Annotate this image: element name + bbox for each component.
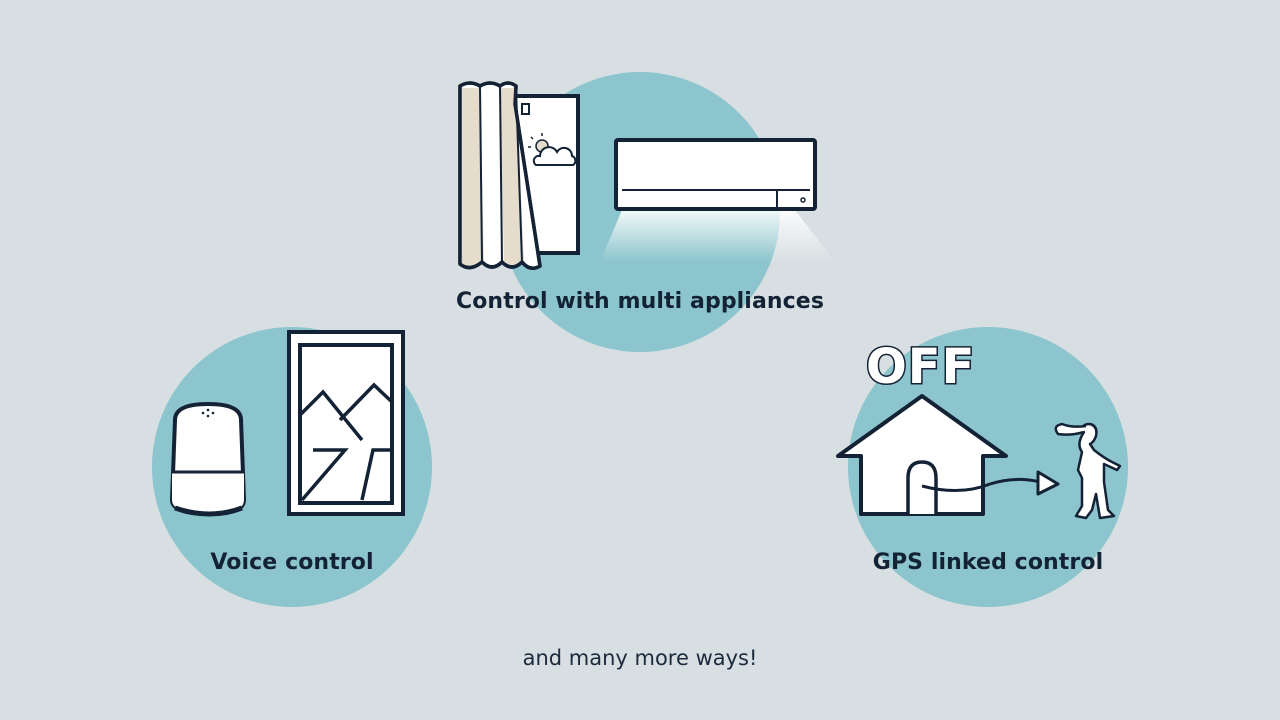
- smart-speaker-icon: [170, 402, 246, 517]
- walking-person-icon: [1054, 422, 1122, 520]
- air-conditioner-icon: [614, 138, 817, 211]
- voice-control-group: [152, 327, 432, 607]
- off-status-text: OFF: [866, 339, 975, 395]
- ac-airflow-icon: [600, 210, 835, 262]
- sun-cloud-icon: [528, 133, 577, 166]
- departure-arrow-icon: [921, 470, 1060, 496]
- curtain-icon: [458, 81, 542, 270]
- gps-control-label: GPS linked control: [872, 550, 1104, 575]
- multi-appliances-group: [458, 72, 835, 352]
- footer-text: and many more ways!: [522, 646, 758, 670]
- voice-control-label: Voice control: [210, 550, 374, 575]
- multi-appliances-label: Control with multi appliances: [455, 289, 825, 314]
- smart-window-icon: [287, 330, 405, 516]
- gps-control-group: OFF: [836, 327, 1128, 607]
